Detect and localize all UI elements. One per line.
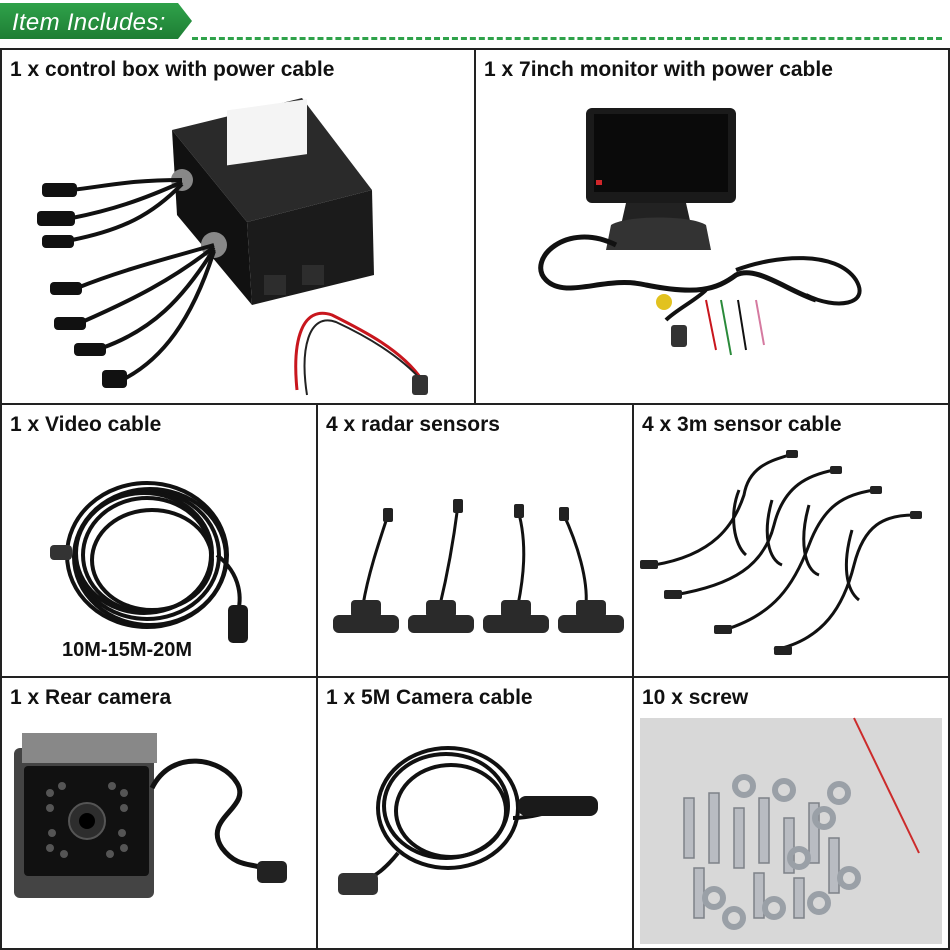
section-header: Item Includes:: [0, 0, 950, 44]
item-label: 1 x 5M Camera cable: [326, 686, 533, 709]
cable-length-options: 10M-15M-20M: [62, 639, 193, 661]
monitor-image: [538, 108, 862, 356]
item-label: 1 x Rear camera: [10, 686, 172, 709]
camera-cable-image: [338, 746, 598, 895]
control-box-image: [37, 98, 428, 396]
item-radar-sensors: 4 x radar sensors: [316, 403, 634, 678]
item-label: 1 x control box with power cable: [10, 58, 335, 81]
header-dashed-line: [192, 37, 942, 40]
header-title: Item Includes:: [12, 9, 166, 36]
item-monitor: 1 x 7inch monitor with power cable: [474, 48, 950, 405]
item-label: 1 x 7inch monitor with power cable: [484, 58, 833, 81]
item-control-box: 1 x control box with power cable: [0, 48, 476, 405]
screws-image: [640, 717, 942, 944]
item-rear-camera: 1 x Rear camera: [0, 676, 318, 950]
item-label: 1 x Video cable: [10, 413, 162, 436]
item-label: 4 x 3m sensor cable: [642, 413, 842, 436]
header-tab: Item Includes:: [0, 3, 192, 39]
item-video-cable: 1 x Video cable 10M-15M-20M: [0, 403, 318, 678]
item-camera-cable: 1 x 5M Camera cable: [316, 676, 634, 950]
rear-camera-image: [14, 733, 287, 898]
sensor-cables-image: [640, 450, 922, 655]
radar-sensors-image: [333, 499, 624, 633]
video-cable-image: [50, 481, 248, 643]
item-sensor-cables: 4 x 3m sensor cable: [632, 403, 950, 678]
item-screws: 10 x screw: [632, 676, 950, 950]
item-label: 10 x screw: [642, 686, 749, 709]
item-label: 4 x radar sensors: [326, 413, 500, 436]
